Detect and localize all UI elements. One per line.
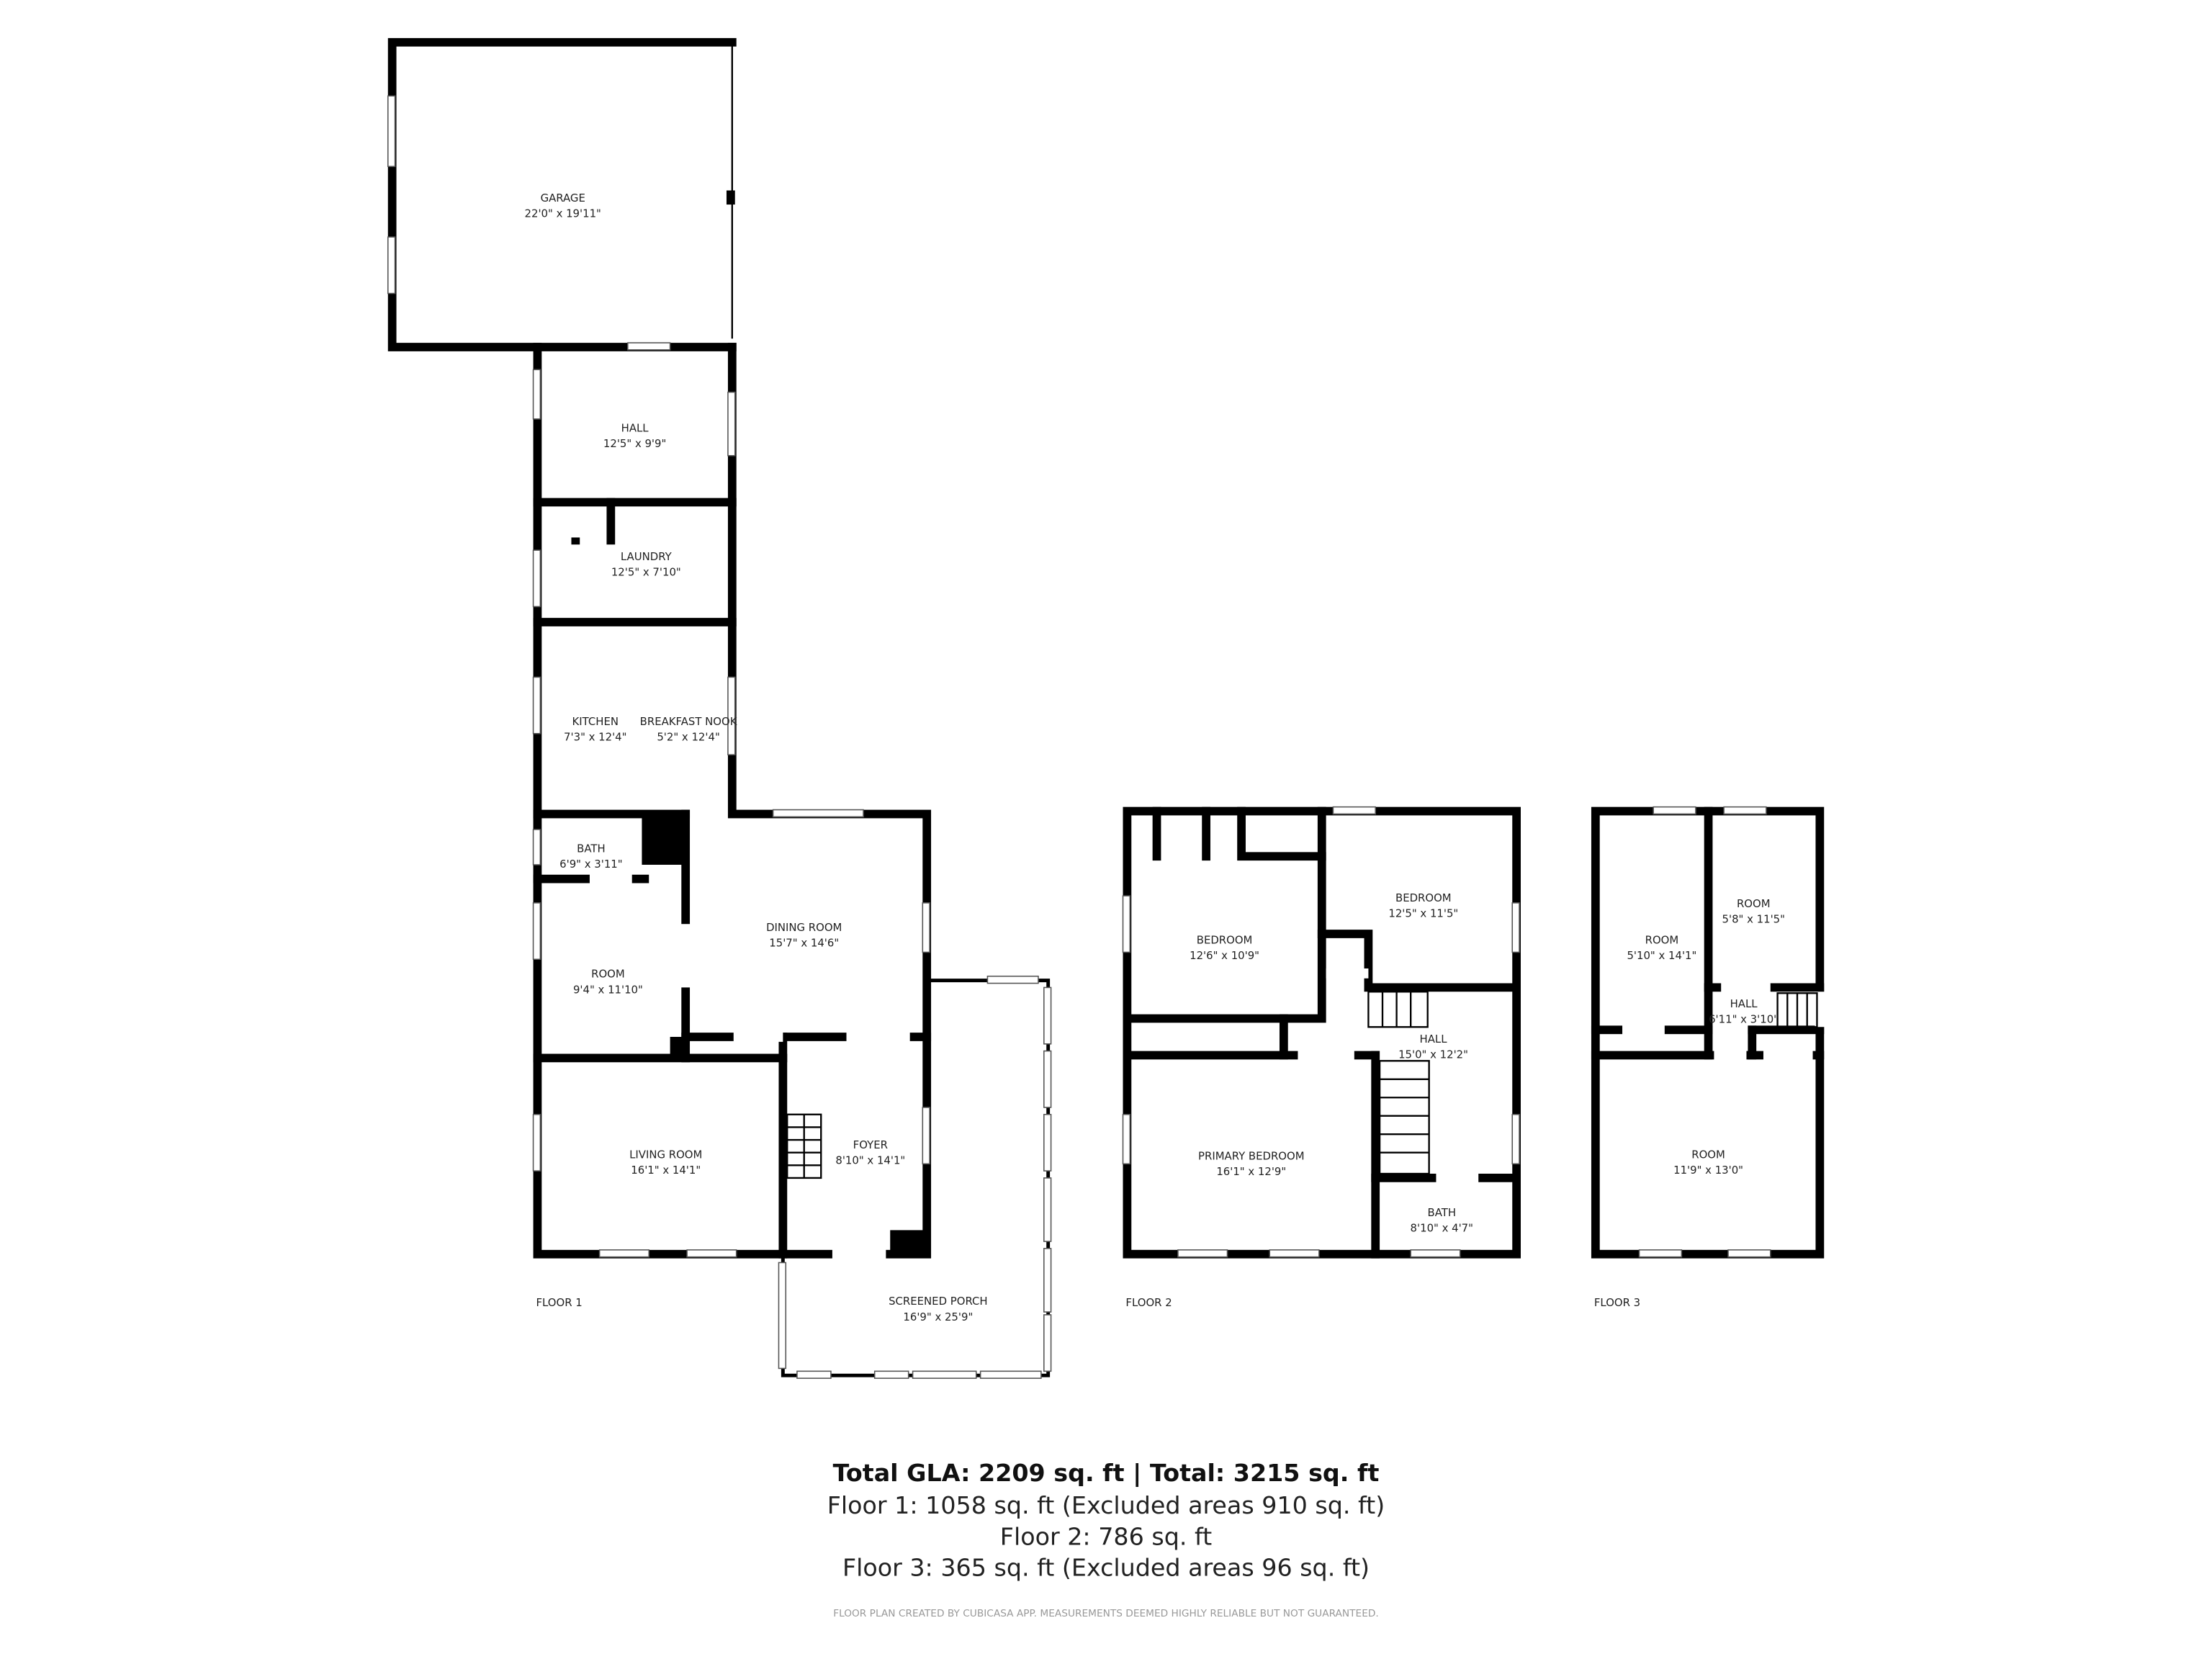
room-size: 16'1" x 14'1" bbox=[631, 1164, 701, 1177]
room-size: 12'5" x 11'5" bbox=[1388, 907, 1458, 920]
room-name: LIVING ROOM bbox=[629, 1148, 702, 1161]
room-size: 9'4" x 11'10" bbox=[573, 983, 643, 996]
room-size: 5'10" x 14'1" bbox=[1627, 949, 1696, 962]
floor-1-area: Floor 1: 1058 sq. ft (Excluded areas 910… bbox=[827, 1491, 1385, 1519]
room-name: ROOM bbox=[591, 968, 625, 981]
room-size: 5'2" x 12'4" bbox=[657, 731, 719, 744]
room-name: BATH bbox=[1428, 1206, 1457, 1219]
room-name: BEDROOM bbox=[1395, 891, 1452, 904]
room-name: HALL bbox=[1730, 997, 1758, 1010]
room-size: 16'9" x 25'9" bbox=[903, 1310, 973, 1323]
floor-label: FLOOR 1 bbox=[536, 1296, 582, 1309]
disclaimer: FLOOR PLAN CREATED BY CUBICASA APP. MEAS… bbox=[833, 1608, 1379, 1619]
room-size: 12'5" x 7'10" bbox=[611, 565, 681, 578]
room-name: ROOM bbox=[1645, 934, 1679, 947]
floor-3-area: Floor 3: 365 sq. ft (Excluded areas 96 s… bbox=[842, 1553, 1370, 1581]
room-size: 7'3" x 12'4" bbox=[564, 731, 626, 744]
floor-2-area: Floor 2: 786 sq. ft bbox=[1000, 1522, 1212, 1550]
room-labels: GARAGE 22'0" x 19'11" HALL 12'5" x 9'9" … bbox=[525, 192, 1785, 1323]
floor-3-plan bbox=[1591, 806, 1825, 1259]
room-name: KITCHEN bbox=[572, 715, 619, 728]
room-name: BREAKFAST NOOK bbox=[640, 715, 738, 728]
room-name: LAUNDRY bbox=[621, 550, 673, 563]
room-name: HALL bbox=[1420, 1033, 1448, 1046]
room-name: ROOM bbox=[1737, 897, 1771, 910]
floor-label: FLOOR 2 bbox=[1125, 1296, 1172, 1309]
stairs-icon bbox=[1367, 991, 1430, 1175]
room-size: 8'10" x 4'7" bbox=[1411, 1221, 1473, 1234]
room-name: GARAGE bbox=[541, 192, 585, 204]
room-name: BATH bbox=[577, 842, 606, 855]
floor-2-plan bbox=[1122, 806, 1521, 1259]
room-name: BEDROOM bbox=[1197, 934, 1253, 947]
room-size: 5'8" x 11'5" bbox=[1722, 912, 1785, 925]
room-size: 15'0" x 12'2" bbox=[1398, 1048, 1468, 1061]
room-size: 8'10" x 14'1" bbox=[835, 1154, 905, 1166]
room-name: FOYER bbox=[853, 1138, 888, 1151]
floor-label: FLOOR 3 bbox=[1594, 1296, 1640, 1309]
room-size: 16'1" x 12'9" bbox=[1216, 1165, 1286, 1178]
room-name: PRIMARY BEDROOM bbox=[1198, 1149, 1305, 1162]
room-size: 15'7" x 14'6" bbox=[769, 937, 839, 950]
room-size: 6'9" x 3'11" bbox=[559, 858, 622, 871]
room-size: 12'5" x 9'9" bbox=[603, 437, 666, 450]
floor-1-plan bbox=[387, 37, 1052, 1379]
room-name: DINING ROOM bbox=[766, 921, 842, 934]
room-name: SCREENED PORCH bbox=[889, 1295, 988, 1308]
total-area: Total GLA: 2209 sq. ft | Total: 3215 sq.… bbox=[833, 1459, 1380, 1487]
stairs-icon bbox=[786, 1113, 822, 1179]
room-name: HALL bbox=[621, 422, 649, 435]
room-size: 6'11" x 3'10" bbox=[1709, 1012, 1779, 1025]
room-size: 11'9" x 13'0" bbox=[1673, 1164, 1743, 1177]
stairs-icon bbox=[1776, 992, 1818, 1028]
room-size: 12'6" x 10'9" bbox=[1190, 949, 1259, 962]
room-size: 22'0" x 19'11" bbox=[525, 207, 601, 220]
room-name: ROOM bbox=[1691, 1148, 1725, 1161]
